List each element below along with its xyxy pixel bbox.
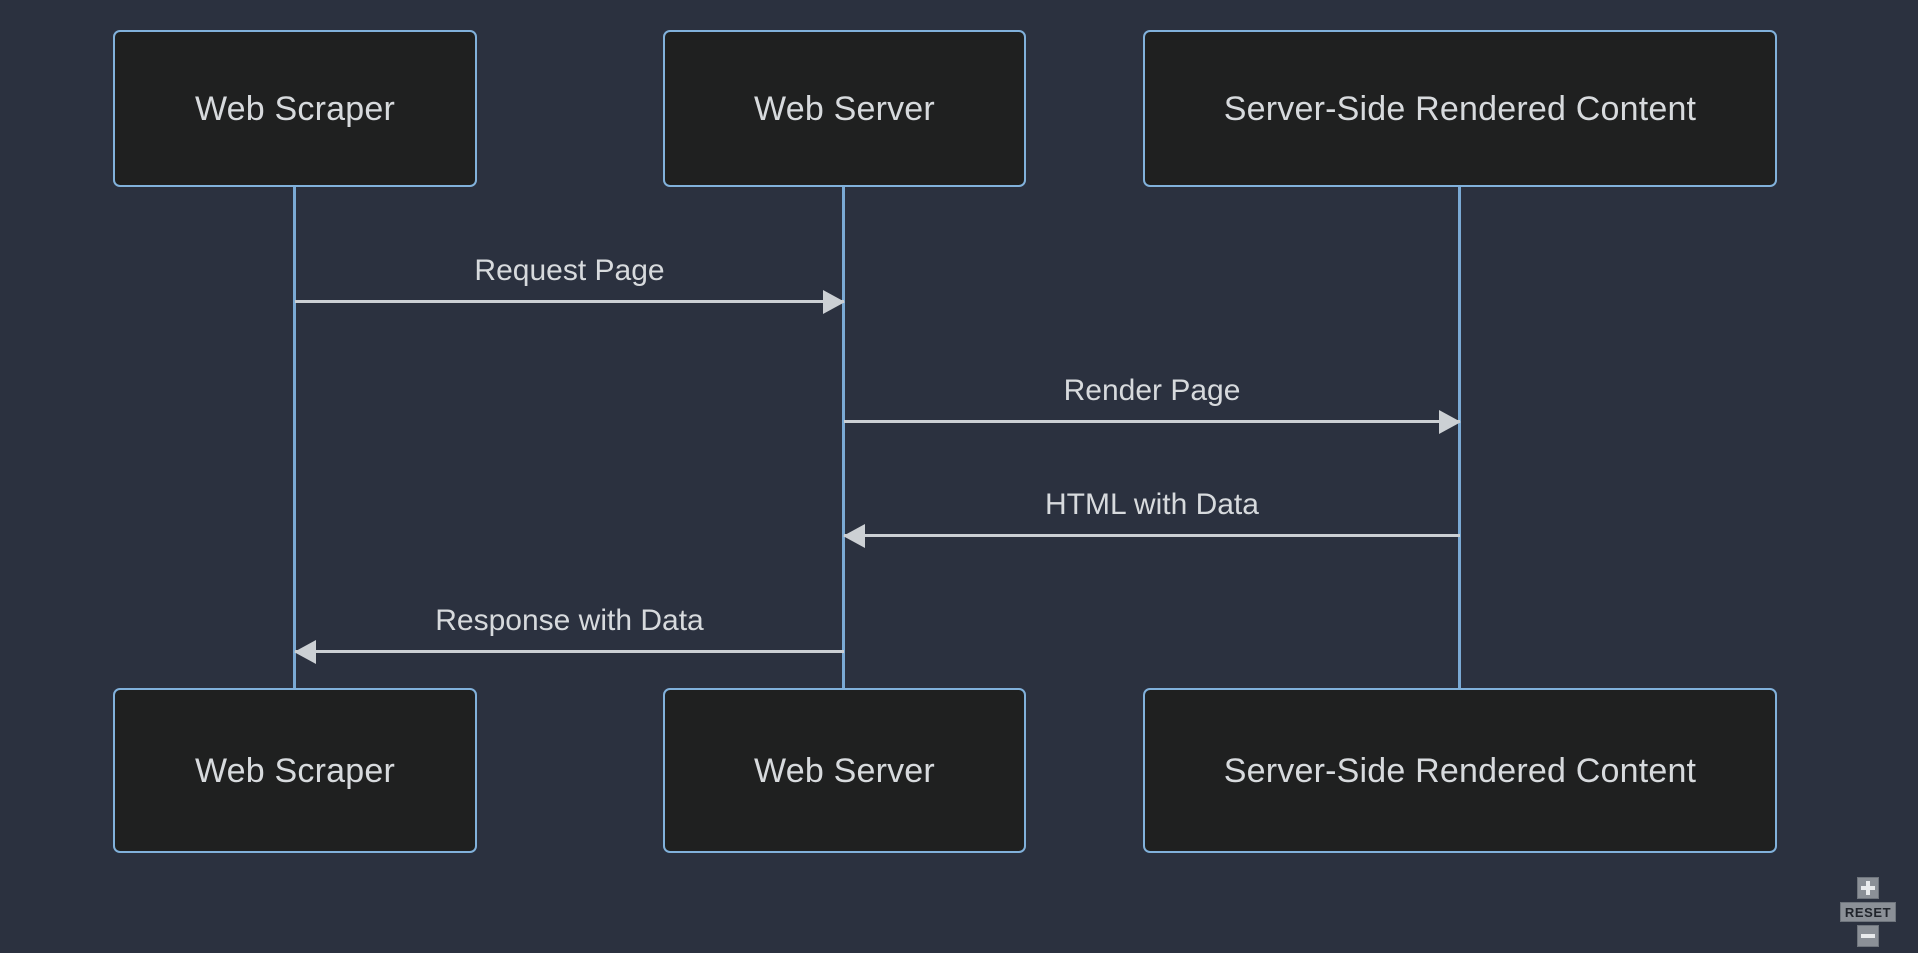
participant-box-web-scraper-top[interactable]: Web Scraper [113, 30, 477, 187]
message-line-request-page [295, 300, 844, 303]
message-label-request-page: Request Page [474, 254, 665, 287]
zoom-in-button[interactable] [1857, 877, 1879, 899]
message-line-html-with-data [844, 534, 1460, 537]
message-label-render-page: Render Page [1063, 374, 1241, 407]
zoom-controls: RESET [1826, 877, 1910, 947]
participant-box-web-server-top[interactable]: Web Server [663, 30, 1026, 187]
participant-label-web-scraper-top: Web Scraper [195, 89, 395, 128]
message-line-response-with-data [295, 650, 844, 653]
zoom-out-button[interactable] [1857, 925, 1879, 947]
participant-box-ssr-content-bottom[interactable]: Server-Side Rendered Content [1143, 688, 1777, 853]
participant-label-ssr-content-top: Server-Side Rendered Content [1223, 89, 1697, 128]
arrowhead-left-icon [294, 640, 316, 664]
lifeline-ssr-content [1458, 186, 1461, 690]
arrowhead-right-icon [1439, 410, 1461, 434]
participant-label-web-scraper-bottom: Web Scraper [195, 751, 395, 790]
participant-label-web-server-bottom: Web Server [754, 751, 935, 790]
lifeline-web-scraper [293, 186, 296, 690]
participant-box-web-scraper-bottom[interactable]: Web Scraper [113, 688, 477, 853]
participant-box-ssr-content-top[interactable]: Server-Side Rendered Content [1143, 30, 1777, 187]
participant-label-ssr-content-bottom: Server-Side Rendered Content [1223, 751, 1697, 790]
message-line-render-page [844, 420, 1460, 423]
message-label-html-with-data: HTML with Data [1045, 488, 1259, 521]
zoom-reset-button[interactable]: RESET [1840, 902, 1896, 922]
message-label-response-with-data: Response with Data [435, 604, 704, 637]
plus-icon [1861, 881, 1875, 895]
participant-box-web-server-bottom[interactable]: Web Server [663, 688, 1026, 853]
participant-label-web-server-top: Web Server [754, 89, 935, 128]
arrowhead-left-icon [843, 524, 865, 548]
lifeline-web-server [842, 186, 845, 690]
arrowhead-right-icon [823, 290, 845, 314]
minus-icon [1861, 929, 1875, 943]
